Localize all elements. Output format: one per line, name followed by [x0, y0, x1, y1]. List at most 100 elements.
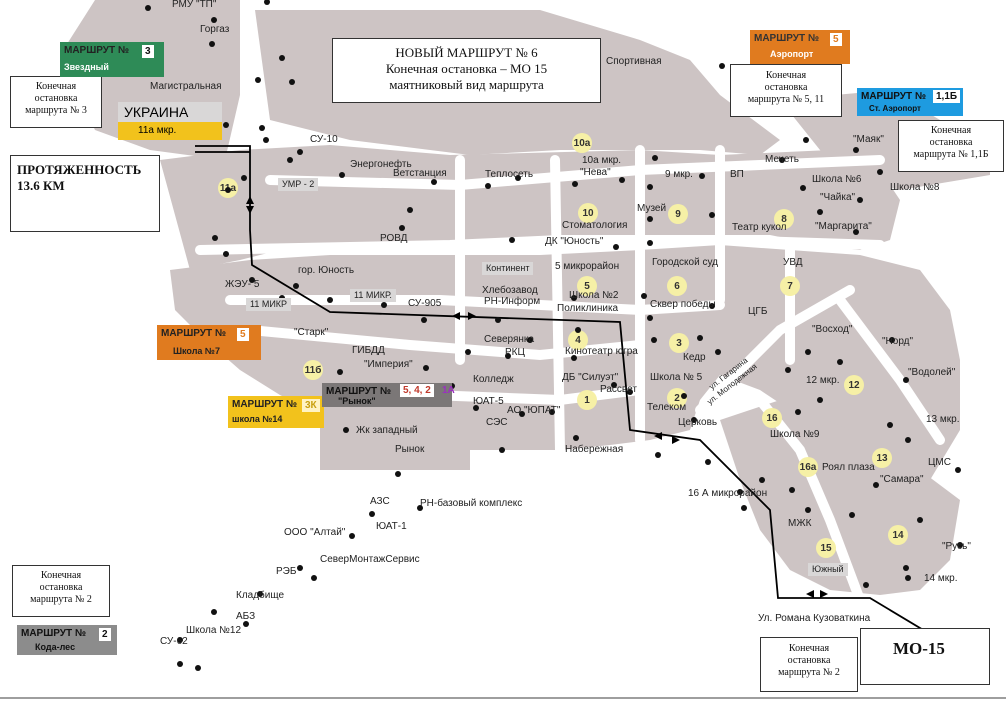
route-badge-head: МАРШРУТ №: [64, 45, 130, 56]
district-marker: 16а: [798, 457, 818, 477]
bus-stop-marker: [339, 172, 345, 178]
district-marker: 4: [568, 330, 588, 350]
bus-stop-marker: [241, 175, 247, 181]
route-badge-3: МАРШРУТ № 3 Звездный: [60, 42, 164, 77]
district-marker: 6: [667, 276, 687, 296]
district-marker: 9: [668, 204, 688, 224]
route-direction-arrows: [246, 196, 828, 598]
bus-stop-marker: [575, 327, 581, 333]
bus-stop-marker: [655, 452, 661, 458]
map-label: "Восход": [812, 324, 853, 335]
route-badge-head: МАРШРУТ №: [754, 33, 820, 44]
map-label: "Империя": [364, 359, 413, 370]
map-label: Горгаз: [200, 24, 230, 35]
map-label: 11 МИКР: [246, 298, 292, 311]
map-label: Хлебозавод: [482, 285, 538, 296]
bus-stop-marker: [805, 349, 811, 355]
bus-stop-marker: [431, 179, 437, 185]
map-label: АО "ЮПАТ": [507, 405, 561, 416]
bus-stop-marker: [327, 297, 333, 303]
map-label: ЮАТ-5: [473, 396, 504, 407]
bus-stop-marker: [417, 505, 423, 511]
map-label: "Водолей": [908, 367, 956, 378]
map-label: СУ-10: [310, 134, 338, 145]
bus-stop-marker: [495, 317, 501, 323]
map-label: Южный: [808, 563, 848, 576]
bus-stop-marker: [279, 55, 285, 61]
mo15-label: МО-15: [893, 639, 945, 658]
ukraina-badge: УКРАИНА 11а мкр.: [118, 102, 222, 142]
bus-stop-marker: [697, 335, 703, 341]
route-title-line2: Конечная остановка – МО 15: [385, 61, 548, 76]
bus-stop-marker: [800, 185, 806, 191]
map-label: Школа №12: [186, 625, 242, 636]
map-label: "Старк": [294, 327, 329, 338]
map-label: СУ-905: [408, 298, 442, 309]
bus-stop-marker: [647, 315, 653, 321]
bus-stop-marker: [715, 349, 721, 355]
map-label: АЗС: [370, 496, 390, 507]
map-label: МЖК: [788, 518, 812, 529]
bus-stop-marker: [849, 512, 855, 518]
note-line: маршрута № 1,1Б: [913, 149, 989, 160]
route-badge-terminal: Аэропорт: [770, 49, 814, 59]
bus-stop-marker: [837, 359, 843, 365]
route-badge-terminal: Ст. Аэропорт: [869, 104, 921, 113]
route-badge-extra: 1А: [442, 385, 455, 396]
bus-stop-marker: [785, 367, 791, 373]
map-label: РОВД: [380, 233, 408, 244]
note-line: Конечная: [930, 125, 972, 136]
bus-stop-marker: [877, 169, 883, 175]
map-label: 5 микрорайон: [555, 261, 620, 272]
route-6-line: [195, 145, 941, 641]
bus-stop-marker: [223, 122, 229, 128]
bus-stop-marker: [905, 437, 911, 443]
bus-stop-marker: [499, 447, 505, 453]
map-label: Колледж: [473, 374, 514, 385]
map-label: Стоматология: [562, 220, 628, 231]
bus-stop-marker: [719, 63, 725, 69]
bus-stop-marker: [349, 533, 355, 539]
map-label: Спортивная: [606, 56, 662, 67]
route-badge-head: МАРШРУТ №: [232, 399, 298, 410]
district-marker: 12: [844, 375, 864, 395]
bus-stop-marker: [293, 283, 299, 289]
bus-stop-marker: [211, 609, 217, 615]
map-label: "Маргарита": [815, 221, 872, 232]
bus-stop-marker: [473, 405, 479, 411]
bus-stop-marker: [699, 173, 705, 179]
bus-stop-marker: [681, 393, 687, 399]
map-label: 9 мкр.: [665, 169, 693, 180]
bus-stop-marker: [957, 542, 963, 548]
map-label: ЖЭУ- 5: [225, 279, 260, 290]
bus-stop-marker: [627, 389, 633, 395]
map-label: Поликлиника: [557, 303, 619, 314]
map-label: "Маяк": [853, 134, 884, 145]
map-label: ДБ "Силуэт": [562, 372, 619, 383]
map-label: Городской суд: [652, 257, 718, 268]
bus-stop-marker: [817, 397, 823, 403]
ukraina-title: УКРАИНА: [118, 102, 222, 122]
map-label: Сквер победы: [650, 299, 716, 310]
note-line: остановка: [787, 655, 831, 666]
bus-stop-marker: [651, 337, 657, 343]
terminal-note-route-2-east: Конечная остановка маршрута № 2: [760, 637, 858, 692]
bus-stop-marker: [857, 197, 863, 203]
bus-stop-marker: [259, 125, 265, 131]
note-line: Конечная: [35, 81, 77, 92]
bus-stop-marker: [515, 175, 521, 181]
map-label: РКЦ: [505, 347, 525, 358]
map-label: "Чайка": [820, 192, 856, 203]
bus-stop-marker: [212, 235, 218, 241]
district-marker: 15: [816, 538, 836, 558]
route-badge-number: 5: [830, 33, 842, 46]
bus-stop-marker: [863, 582, 869, 588]
note-line: остановка: [764, 82, 808, 93]
map-label: СеверМонтажСервис: [320, 554, 420, 565]
district-marker: 10а: [572, 133, 592, 153]
map-label: 14 мкр.: [924, 573, 958, 584]
bus-stop-marker: [209, 41, 215, 47]
bus-stop-marker: [369, 511, 375, 517]
map-label: СЭС: [486, 417, 508, 428]
streets: [195, 55, 945, 605]
